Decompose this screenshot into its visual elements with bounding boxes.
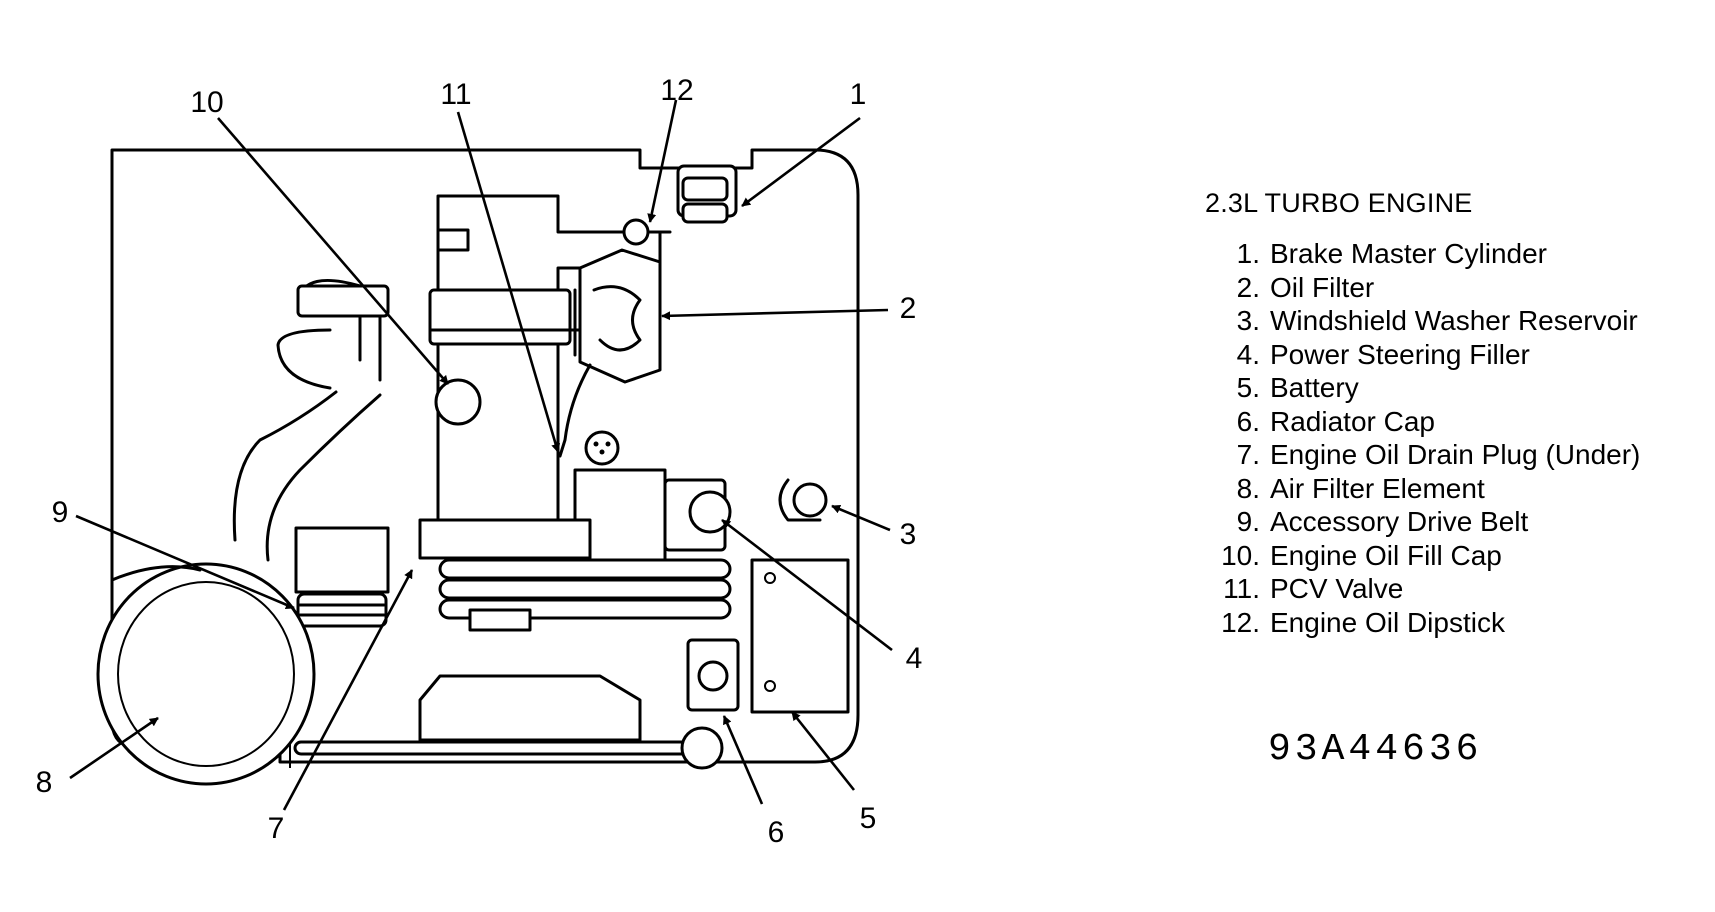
legend-number: 9. — [1236, 506, 1260, 537]
leader-4 — [721, 518, 893, 652]
callout-1: 1 — [850, 78, 867, 111]
radiator-cap — [686, 638, 740, 712]
legend-item: 7. Engine Oil Drain Plug (Under) — [1205, 438, 1705, 472]
leader-1 — [741, 116, 861, 208]
legend-item: 1. Brake Master Cylinder — [1205, 237, 1705, 271]
engine-oil-fill-cap — [434, 378, 482, 426]
windshield-washer-reservoir — [778, 478, 828, 522]
oil-filter — [573, 248, 662, 384]
leader-10 — [217, 117, 449, 385]
accessory-drive-belt — [294, 526, 390, 628]
leader-3 — [831, 504, 891, 532]
callout-7: 7 — [268, 812, 285, 845]
intake-duct — [232, 278, 390, 562]
legend-label: Brake Master Cylinder — [1270, 238, 1547, 269]
legend-label: Engine Oil Dipstick — [1270, 606, 1505, 638]
legend-item: 11. PCV Valve — [1205, 572, 1705, 606]
leader-12 — [647, 99, 678, 223]
legend-item: 5. Battery — [1205, 371, 1705, 405]
leader-7 — [282, 569, 414, 811]
callout-9: 9 — [52, 496, 69, 529]
callout-8: 8 — [36, 766, 53, 799]
legend-label: Radiator Cap — [1270, 405, 1435, 437]
callout-11: 11 — [440, 78, 471, 111]
legend-item: 6. Radiator Cap — [1205, 405, 1705, 439]
legend-label: Accessory Drive Belt — [1270, 506, 1529, 537]
figure-code: 93A44636 — [1268, 728, 1483, 771]
legend-number: 10. — [1221, 539, 1260, 571]
legend-number: 12. — [1221, 606, 1260, 638]
callout-4: 4 — [906, 642, 923, 675]
legend-number: 6. — [1236, 405, 1260, 437]
callout-2: 2 — [900, 292, 917, 325]
legend: 2.3L TURBO ENGINE 1. Brake Master Cylinde… — [1205, 188, 1705, 639]
legend-number: 1. — [1236, 238, 1260, 269]
legend-number: 4. — [1236, 338, 1260, 370]
pcv-valve-hose — [558, 363, 592, 458]
legend-item: 10. Engine Oil Fill Cap — [1205, 539, 1705, 573]
leader-2 — [661, 308, 889, 321]
legend-list: 1. Brake Master Cylinder 2. Oil Filter 3. W… — [1205, 237, 1705, 639]
callout-6: 6 — [768, 816, 785, 849]
legend-label: Windshield Washer Reservoir — [1270, 305, 1638, 336]
leader-lines — [69, 99, 893, 811]
power-steering-filler — [688, 490, 732, 534]
leader-5 — [790, 711, 856, 791]
engine-block — [428, 194, 662, 532]
legend-label: Oil Filter — [1270, 271, 1375, 303]
legend-item: 2. Oil Filter — [1205, 271, 1705, 305]
leader-8 — [69, 716, 159, 780]
callout-12: 12 — [660, 74, 693, 107]
leader-11 — [456, 111, 561, 453]
legend-item: 12. Engine Oil Dipstick — [1205, 606, 1705, 640]
legend-item: 9. Accessory Drive Belt — [1205, 505, 1705, 539]
legend-item: 3. Windshield Washer Reservoir — [1205, 304, 1705, 338]
air-filter-element — [96, 508, 316, 786]
legend-label: Air Filter Element — [1270, 472, 1485, 504]
legend-number: 7. — [1236, 439, 1260, 470]
legend-item: 4. Power Steering Filler — [1205, 338, 1705, 372]
legend-number: 8. — [1236, 472, 1260, 504]
callout-3: 3 — [900, 518, 917, 551]
legend-item: 8. Air Filter Element — [1205, 472, 1705, 506]
legend-label: Battery — [1270, 372, 1359, 403]
brake-master-cylinder — [676, 164, 738, 224]
radiator — [293, 674, 724, 770]
legend-number: 5. — [1236, 372, 1260, 403]
callout-5: 5 — [860, 802, 877, 835]
legend-label: PCV Valve — [1270, 573, 1404, 604]
leader-9 — [75, 514, 295, 610]
legend-number: 11. — [1223, 573, 1260, 604]
legend-label: Engine Oil Drain Plug (Under) — [1270, 439, 1641, 470]
sensor-plug — [584, 430, 620, 466]
legend-title: 2.3L TURBO ENGINE — [1205, 188, 1473, 218]
callout-10: 10 — [190, 86, 223, 119]
legend-label: Engine Oil Fill Cap — [1270, 539, 1502, 571]
legend-number: 2. — [1236, 271, 1260, 303]
battery — [750, 558, 850, 714]
leader-6 — [722, 715, 764, 805]
engine-oil-dipstick — [622, 218, 672, 246]
legend-number: 3. — [1236, 305, 1260, 336]
callout-numbers: 1 2 3 4 5 6 7 8 9 10 11 12 — [36, 74, 923, 849]
legend-label: Power Steering Filler — [1270, 338, 1530, 370]
